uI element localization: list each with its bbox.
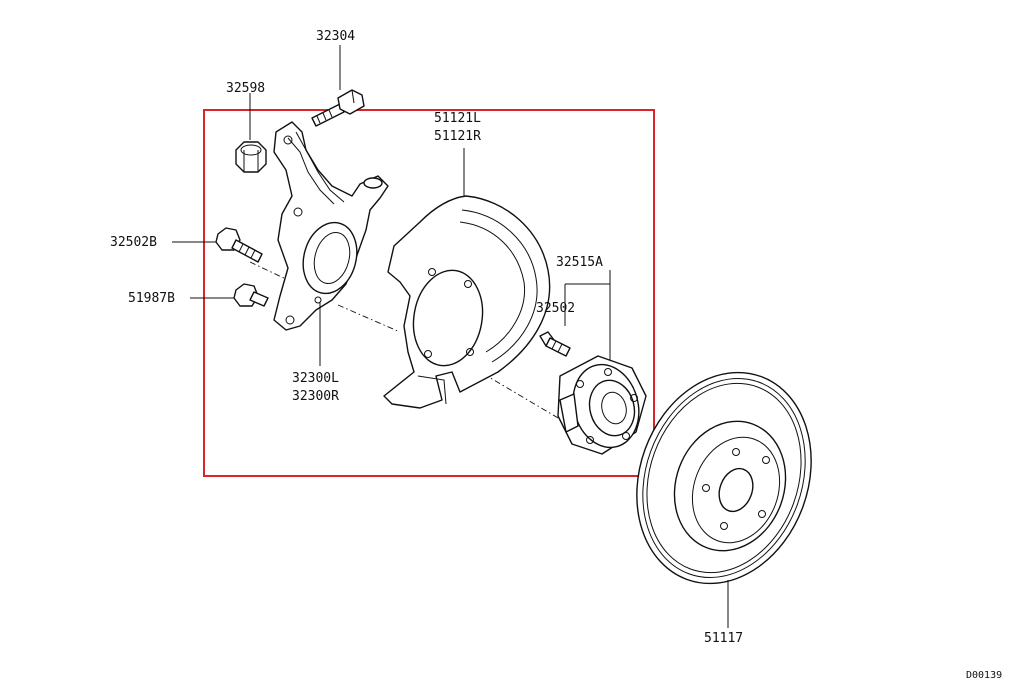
highlight-box bbox=[203, 109, 655, 477]
label-32515A: 32515A bbox=[556, 255, 603, 270]
label-32300R: 32300R bbox=[292, 389, 339, 404]
label-32304: 32304 bbox=[316, 29, 355, 44]
label-32502: 32502 bbox=[536, 301, 575, 316]
dust-shield-51121[interactable] bbox=[383, 148, 551, 409]
label-51117: 51117 bbox=[704, 631, 743, 646]
label-51987B: 51987B bbox=[128, 291, 175, 306]
bracket-32515A bbox=[564, 270, 611, 360]
bolt-32304[interactable] bbox=[311, 45, 365, 127]
nut-32598[interactable] bbox=[235, 93, 267, 173]
label-32300L: 32300L bbox=[292, 371, 339, 386]
diagram-id: D00139 bbox=[966, 670, 1002, 681]
bolt-32502B[interactable] bbox=[172, 227, 263, 263]
wheel-hub-32515A[interactable] bbox=[557, 355, 648, 455]
brake-rotor-51117[interactable] bbox=[608, 348, 840, 628]
stud-32502[interactable] bbox=[539, 331, 571, 357]
steering-knuckle-32300[interactable] bbox=[273, 121, 389, 366]
label-51121L: 51121L bbox=[434, 111, 481, 126]
label-32502B: 32502B bbox=[110, 235, 157, 250]
label-32598: 32598 bbox=[226, 81, 265, 96]
nut-51987B[interactable] bbox=[190, 283, 269, 307]
label-51121R: 51121R bbox=[434, 129, 481, 144]
